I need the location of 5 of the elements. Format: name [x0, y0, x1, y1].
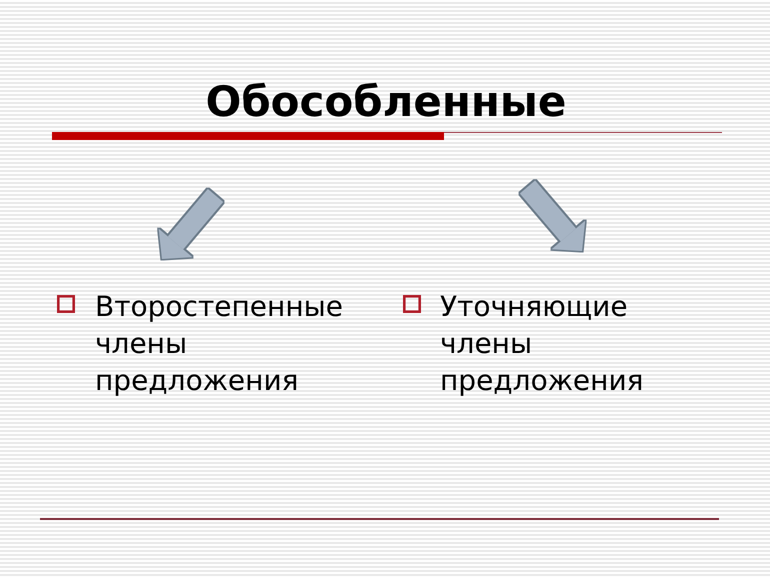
arrow	[158, 189, 224, 259]
slide-title: Обособленные	[206, 77, 566, 127]
arrow	[520, 180, 586, 251]
list-item-text: Второстепенные члены предложения	[95, 288, 367, 399]
list-item-text: Уточняющие члены предложения	[440, 288, 702, 399]
